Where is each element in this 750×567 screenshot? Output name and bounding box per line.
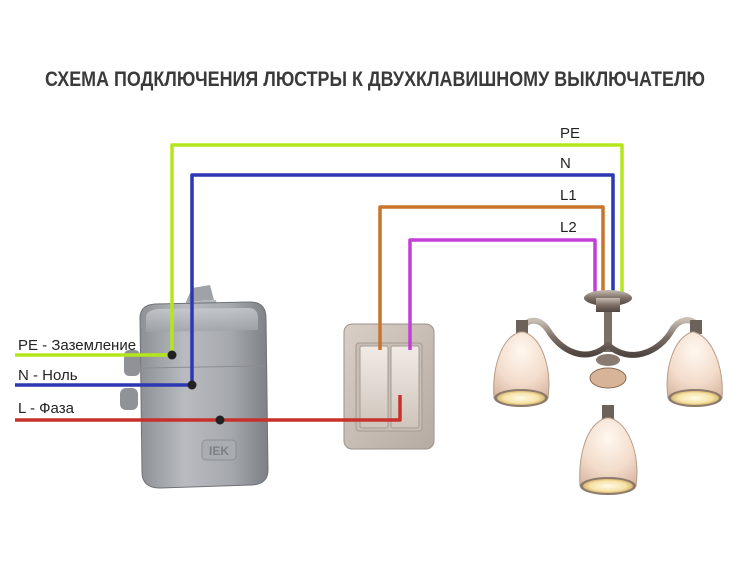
wire-label-pe: PE — [560, 125, 580, 142]
input-label-n: N - Ноль — [18, 367, 78, 384]
lamp-shade-right — [666, 320, 723, 407]
diagram-title: СХЕМА ПОДКЛЮЧЕНИЯ ЛЮСТРЫ К ДВУХКЛАВИШНОМ… — [45, 68, 705, 91]
two-gang-switch — [343, 323, 435, 450]
lamp-shade-left — [493, 320, 550, 407]
lamp-shade-bottom — [579, 405, 638, 495]
wire-pe — [15, 143, 624, 357]
chandelier — [493, 290, 723, 495]
switch-key-left — [359, 345, 389, 429]
wire-l — [15, 395, 402, 422]
brand-plate — [201, 439, 237, 461]
wire-l1 — [378, 205, 605, 350]
switch-key-right — [390, 345, 420, 429]
wires — [15, 143, 624, 422]
wire-label-l1: L1 — [560, 187, 577, 204]
wire-label-n: N — [560, 155, 571, 172]
input-label-l: L - Фаза — [18, 400, 75, 417]
input-label-pe: PE - Заземление — [18, 337, 136, 354]
terminals — [167, 350, 225, 425]
wire-label-l2: L2 — [560, 219, 577, 236]
brand-label: IEK — [209, 444, 229, 458]
input-labels: PE - Заземление N - Ноль L - Фаза — [18, 337, 136, 417]
wire-l2 — [408, 238, 597, 350]
wire-labels: PE N L1 L2 — [560, 125, 580, 236]
wire-n — [15, 173, 615, 387]
